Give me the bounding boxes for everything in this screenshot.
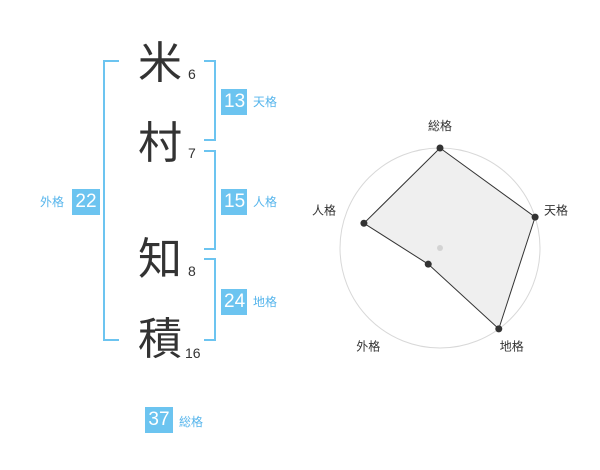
gaikaku-badge: 22 — [72, 189, 100, 215]
radar-point-0 — [436, 144, 444, 152]
gaikaku-label: 外格 — [40, 195, 65, 209]
radar-axis-label-3: 外格 — [356, 339, 380, 354]
name-char-2: 村 — [138, 118, 182, 169]
chikaku-label: 地格 — [253, 295, 278, 309]
name-char-1: 米 — [138, 38, 182, 89]
radar-axis-label-4: 人格 — [312, 202, 336, 217]
jinkaku-bracket — [204, 150, 216, 250]
name-char-4: 積 — [138, 314, 182, 365]
stroke-count-3: 8 — [188, 263, 196, 279]
jinkaku-badge: 15 — [221, 189, 247, 215]
stroke-count-2: 7 — [188, 145, 196, 161]
chikaku-badge: 24 — [221, 289, 247, 315]
radar-point-3 — [424, 260, 432, 268]
tenkaku-bracket — [204, 60, 216, 141]
radar-point-4 — [360, 219, 368, 227]
tenkaku-badge: 13 — [221, 89, 247, 115]
soukaku-badge: 37 — [145, 407, 173, 433]
stroke-count-1: 6 — [188, 66, 196, 82]
gaikaku-bracket — [103, 60, 119, 341]
radar-axis-label-2: 地格 — [500, 339, 524, 354]
radar-point-2 — [495, 325, 503, 333]
name-char-3: 知 — [138, 234, 182, 285]
radar-polygon — [363, 147, 536, 330]
radar-axis-label-1: 天格 — [544, 202, 568, 217]
radar-center — [437, 245, 443, 251]
radar-axis-label-0: 総格 — [428, 118, 452, 133]
jinkaku-label: 人格 — [253, 195, 278, 209]
radar-point-1 — [531, 213, 539, 221]
stroke-count-4: 16 — [185, 345, 201, 361]
soukaku-label: 総格 — [179, 415, 204, 429]
tenkaku-label: 天格 — [253, 95, 278, 109]
chikaku-bracket — [204, 258, 216, 341]
